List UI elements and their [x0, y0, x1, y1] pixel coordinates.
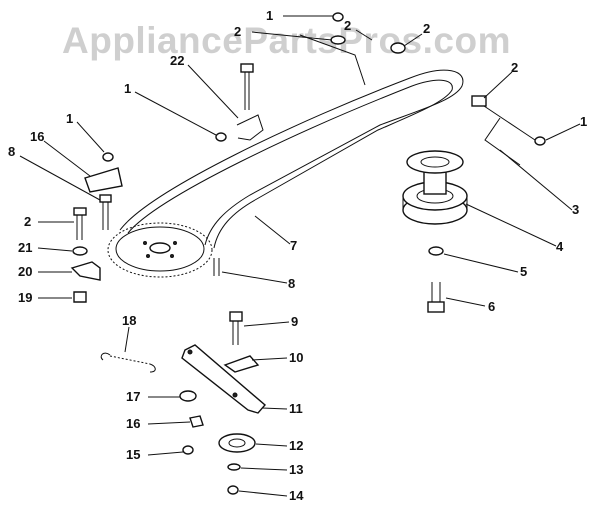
callout-8: 8 [288, 276, 295, 291]
callout-16: 16 [126, 416, 140, 431]
callout-21: 21 [18, 240, 32, 255]
callout-4: 4 [556, 239, 564, 254]
idler-arm [179, 311, 266, 495]
callout-2: 2 [234, 24, 241, 39]
callout-6: 6 [488, 299, 495, 314]
callout-19: 19 [18, 290, 32, 305]
callout-22: 22 [170, 53, 184, 68]
leader-lines [19, 15, 581, 497]
callout-2: 2 [24, 214, 31, 229]
callout-1: 1 [66, 111, 73, 126]
callout-2: 2 [344, 18, 351, 33]
sprocket-pulley [107, 222, 213, 278]
bolt [427, 282, 445, 313]
callout-7: 7 [290, 238, 297, 253]
callout-8: 8 [8, 144, 15, 159]
callout-2: 2 [423, 21, 430, 36]
left-hardware [70, 152, 220, 303]
callout-11: 11 [289, 401, 303, 416]
extension-spring [100, 352, 156, 373]
callout-17: 17 [126, 389, 140, 404]
callout-15: 15 [126, 447, 140, 462]
drive-belt [119, 69, 464, 249]
right-belt-guide-rod [471, 95, 546, 166]
callout-20: 20 [18, 264, 32, 279]
callout-12: 12 [289, 438, 303, 453]
callout-10: 10 [289, 350, 303, 365]
callout-5: 5 [520, 264, 527, 279]
belt-guide-rod [299, 12, 406, 86]
callout-2: 2 [511, 60, 518, 75]
washer [428, 246, 444, 256]
callout-labels: 1 2 2 2 22 1 2 1 1 16 8 3 4 2 7 21 20 8 … [8, 8, 587, 503]
callout-3: 3 [572, 202, 579, 217]
belt-guide-bracket [215, 63, 264, 142]
double-pulley [402, 150, 468, 225]
callout-1: 1 [580, 114, 587, 129]
callout-18: 18 [122, 313, 136, 328]
callout-1: 1 [124, 81, 131, 96]
callout-13: 13 [289, 462, 303, 477]
callout-1: 1 [266, 8, 273, 23]
callout-9: 9 [291, 314, 298, 329]
callout-14: 14 [289, 488, 304, 503]
callout-16: 16 [30, 129, 44, 144]
watermark-text: AppliancePartsPros.com [62, 20, 511, 61]
